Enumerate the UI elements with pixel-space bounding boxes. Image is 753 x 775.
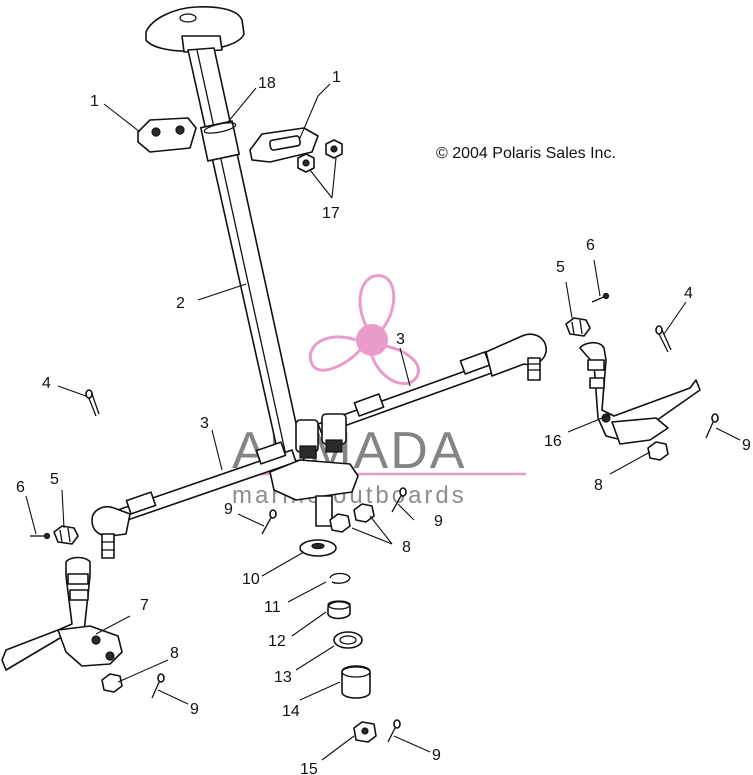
callout-6-right: 6 <box>586 237 595 254</box>
tie-rod-left <box>91 441 297 559</box>
cotter-pin-6-left <box>30 532 51 540</box>
propeller-logo-icon <box>308 274 420 386</box>
seal-13 <box>333 631 363 649</box>
bushing-12 <box>327 600 351 620</box>
callout-13: 13 <box>274 669 292 686</box>
callout-14: 14 <box>282 703 300 720</box>
callout-18: 18 <box>258 75 276 92</box>
callout-10: 10 <box>242 571 260 588</box>
callout-4-left: 4 <box>42 375 51 392</box>
callout-7: 7 <box>140 597 149 614</box>
cotter-pin-4-left <box>85 389 100 417</box>
callout-15: 15 <box>300 761 318 775</box>
callout-4-right: 4 <box>684 285 693 302</box>
nuts-17 <box>297 139 343 173</box>
callout-9-e: 9 <box>432 747 441 764</box>
castle-nut-5-left <box>53 525 79 545</box>
pitman-arm <box>269 413 359 527</box>
callout-11: 11 <box>264 599 281 616</box>
callout-9-d: 9 <box>190 701 199 718</box>
callout-8-right: 8 <box>594 477 603 494</box>
callout-1-right: 1 <box>332 69 341 86</box>
callout-9-b: 9 <box>434 513 443 530</box>
callout-16: 16 <box>544 433 562 450</box>
cotter-pin-9-c <box>705 413 719 439</box>
callout-8-left: 8 <box>170 645 179 662</box>
hex-nut-8-left <box>101 673 123 693</box>
callout-12: 12 <box>268 633 286 650</box>
callout-5-right: 5 <box>556 259 565 276</box>
copyright-notice: © 2004 Polaris Sales Inc. <box>436 145 616 162</box>
cotter-pin-9-b <box>391 487 407 513</box>
callout-2: 2 <box>176 295 185 312</box>
callout-6-left: 6 <box>16 479 25 496</box>
snap-ring-11 <box>329 572 351 584</box>
nut-15 <box>353 721 377 743</box>
callout-8-center: 8 <box>402 539 411 556</box>
leader-lines <box>25 83 741 761</box>
callouts: 1 18 1 17 2 3 3 4 4 5 5 6 6 7 8 8 8 9 9 … <box>16 69 751 775</box>
spindle-left <box>1 556 123 671</box>
steering-post <box>145 6 305 463</box>
callout-9-a: 9 <box>224 501 233 518</box>
callout-9-c: 9 <box>742 437 751 454</box>
clamp-left <box>137 117 197 153</box>
cotter-pin-9-d <box>151 673 165 699</box>
hex-nut-8-right <box>647 441 669 461</box>
callout-3-right: 3 <box>396 331 405 348</box>
cotter-pin-6-right <box>591 292 610 303</box>
cotter-pin-9-e <box>387 719 401 743</box>
washer-10 <box>299 539 337 557</box>
cotter-pin-9-a <box>261 509 277 535</box>
callout-5-left: 5 <box>50 471 59 488</box>
bushing-14 <box>341 665 371 699</box>
hex-nut-8-center-a <box>329 513 351 533</box>
cotter-pin-4-right <box>655 325 672 353</box>
hex-nut-8-center-b <box>353 503 375 523</box>
castle-nut-5-right <box>565 317 591 337</box>
callout-3-left: 3 <box>200 415 209 432</box>
tie-rod-right <box>317 333 547 435</box>
callout-1-left: 1 <box>90 93 99 110</box>
callout-17: 17 <box>322 205 340 222</box>
spindle-right <box>579 341 701 445</box>
